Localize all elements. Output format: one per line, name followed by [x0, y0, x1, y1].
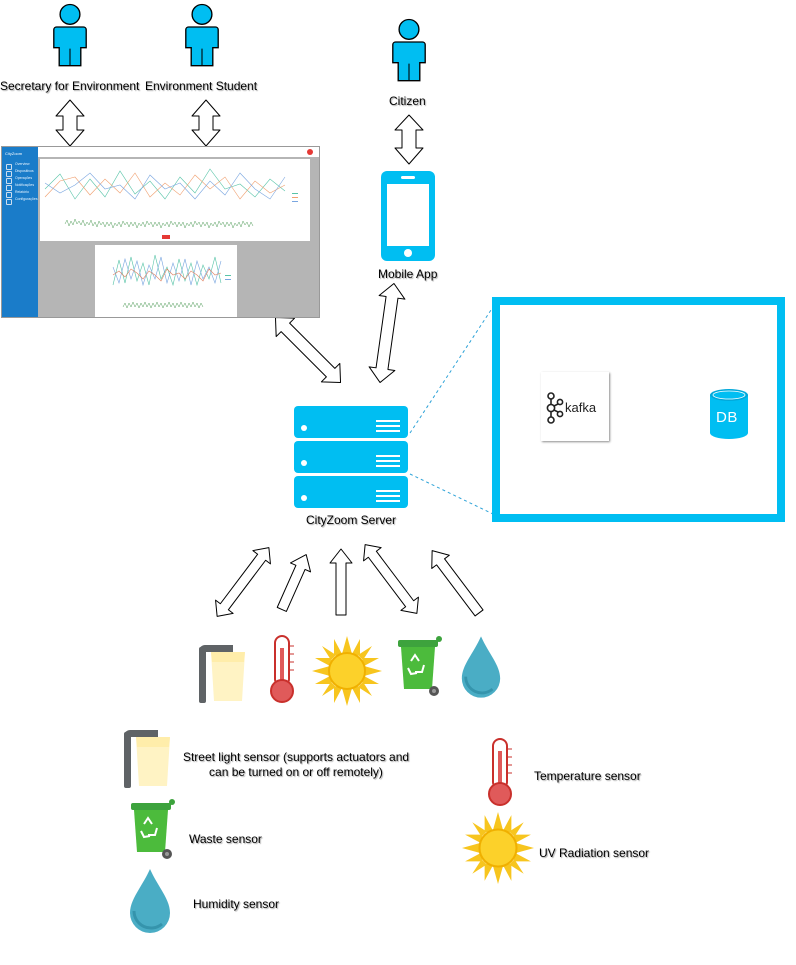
arrow-sensor-streetlight: [215, 547, 271, 617]
sidebar-item-label: Configurações: [15, 197, 38, 201]
arrow-sensor-sun: [329, 548, 353, 616]
recycle-bin-icon: [128, 798, 178, 860]
sidebar-item-devices[interactable]: Dispositivos: [6, 169, 36, 177]
sidebar-item-operations[interactable]: Operações: [6, 176, 36, 184]
arrow-sensor-thermometer: [276, 554, 312, 612]
kafka-logo-text: kafka: [565, 400, 597, 415]
water-drop-icon: [458, 633, 504, 701]
thermometer-icon: [265, 634, 299, 704]
arrow-student-dashboard: [191, 99, 221, 147]
dashboard-sidebar: CityZoom Overview Dispositivos Operações…: [2, 147, 38, 317]
legend-label-street-light: Street light sensor (supports actuators …: [182, 750, 410, 779]
sidebar-bullet-icon: [6, 178, 12, 184]
water-drop-icon: [126, 867, 174, 935]
legend-label-humidity: Humidity sensor: [193, 897, 280, 911]
street-light-icon: [198, 643, 246, 703]
street-light-icon: [122, 728, 172, 788]
dashboard-chart-panel-2: [95, 245, 237, 317]
legend-label-uv: UV Radiation sensor: [539, 846, 650, 860]
smartphone-icon: [381, 171, 435, 261]
dashboard-line-chart-2: [112, 254, 231, 309]
kafka-logo-icon: kafka: [541, 372, 609, 441]
actor-label-citizen: Citizen: [389, 94, 426, 108]
sun-icon: [462, 812, 534, 884]
arrow-dashboard-server: [274, 316, 342, 384]
arrow-mobile-server: [368, 282, 406, 384]
database-icon: DB: [709, 388, 749, 440]
db-label: DB: [716, 409, 738, 426]
mobile-app-label: Mobile App: [378, 267, 438, 281]
sun-icon: [312, 636, 382, 706]
actor-label-student: Environment Student: [145, 79, 258, 93]
sidebar-item-label: Overview: [15, 162, 30, 166]
sidebar-item-label: Operações: [15, 176, 33, 180]
sidebar-bullet-icon: [6, 199, 12, 205]
dashboard-topbar: [38, 147, 319, 157]
arrow-sensor-drop: [431, 550, 484, 617]
sidebar-bullet-icon: [6, 164, 12, 170]
dashboard-screenshot: CityZoom Overview Dispositivos Operações…: [1, 146, 320, 318]
dashboard-app-name: CityZoom: [5, 151, 23, 156]
dashboard-chart-panel: [40, 159, 310, 241]
actor-label-secretary: Secretary for Environment: [0, 79, 140, 93]
sidebar-item-label: Relatório: [15, 190, 30, 194]
sidebar-item-report[interactable]: Relatório: [6, 190, 36, 198]
thermometer-icon: [483, 737, 517, 807]
server-label: CityZoom Server: [306, 513, 397, 527]
legend-label-waste: Waste sensor: [189, 832, 262, 846]
sidebar-bullet-icon: [6, 185, 12, 191]
sidebar-item-label: Notificações: [15, 183, 35, 187]
sidebar-bullet-icon: [6, 171, 12, 177]
arrow-secretary-dashboard: [55, 99, 85, 147]
server-detail-frame: kafka DB: [492, 297, 785, 522]
sidebar-item-label: Dispositivos: [15, 169, 34, 173]
arrow-citizen-mobile: [394, 114, 424, 165]
arrow-sensor-bin: [363, 544, 419, 614]
sidebar-bullet-icon: [6, 192, 12, 198]
power-icon[interactable]: [307, 149, 313, 155]
recycle-bin-icon: [396, 635, 444, 697]
sidebar-item-overview[interactable]: Overview: [6, 162, 36, 170]
server-icon: [294, 406, 408, 508]
legend-label-temperature: Temperature sensor: [534, 769, 641, 783]
sidebar-item-settings[interactable]: Configurações: [6, 197, 38, 205]
sidebar-item-notifications[interactable]: Notificações: [6, 183, 36, 191]
dashboard-line-chart: [44, 168, 298, 239]
